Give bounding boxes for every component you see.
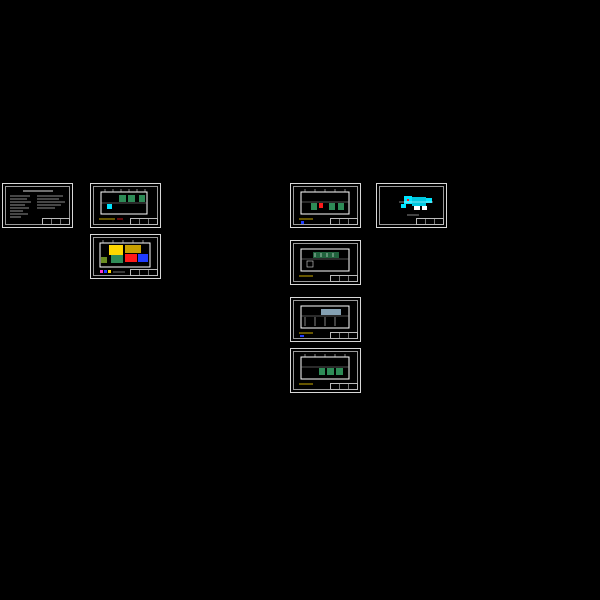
title-block <box>130 269 158 276</box>
sheet-border <box>293 186 358 225</box>
title-block <box>330 275 358 282</box>
drawing-sheet-plan-1[interactable] <box>90 183 161 228</box>
drawing-sheet-plan-6[interactable] <box>290 348 361 393</box>
drawing-sheet-plan-3[interactable] <box>290 183 361 228</box>
sheet-border <box>293 300 358 339</box>
floor-plan-4 <box>299 248 350 277</box>
title-block <box>42 218 70 225</box>
title-block <box>330 383 358 390</box>
drawing-sheet-plan-2[interactable] <box>90 234 161 279</box>
title-block <box>130 218 158 225</box>
floor-plan-6 <box>299 354 350 385</box>
detail-drawing <box>399 196 433 216</box>
drawing-sheet-detail[interactable] <box>376 183 447 228</box>
sheet-border <box>379 186 444 225</box>
floor-plan-2 <box>99 240 151 273</box>
drawing-sheet-plan-4[interactable] <box>290 240 361 285</box>
floor-plan-1 <box>99 189 148 220</box>
drawing-sheet-plan-5[interactable] <box>290 297 361 342</box>
floor-plan-3 <box>299 189 350 224</box>
notes-lines <box>10 190 65 218</box>
drawing-sheet-notes[interactable] <box>2 183 73 228</box>
sheet-border <box>5 186 70 225</box>
sheet-border <box>93 237 158 276</box>
sheet-border <box>293 351 358 390</box>
sheet-border <box>93 186 158 225</box>
title-block <box>416 218 444 225</box>
floor-plan-5 <box>299 305 350 337</box>
title-block <box>330 332 358 339</box>
sheet-border <box>293 243 358 282</box>
title-block <box>330 218 358 225</box>
